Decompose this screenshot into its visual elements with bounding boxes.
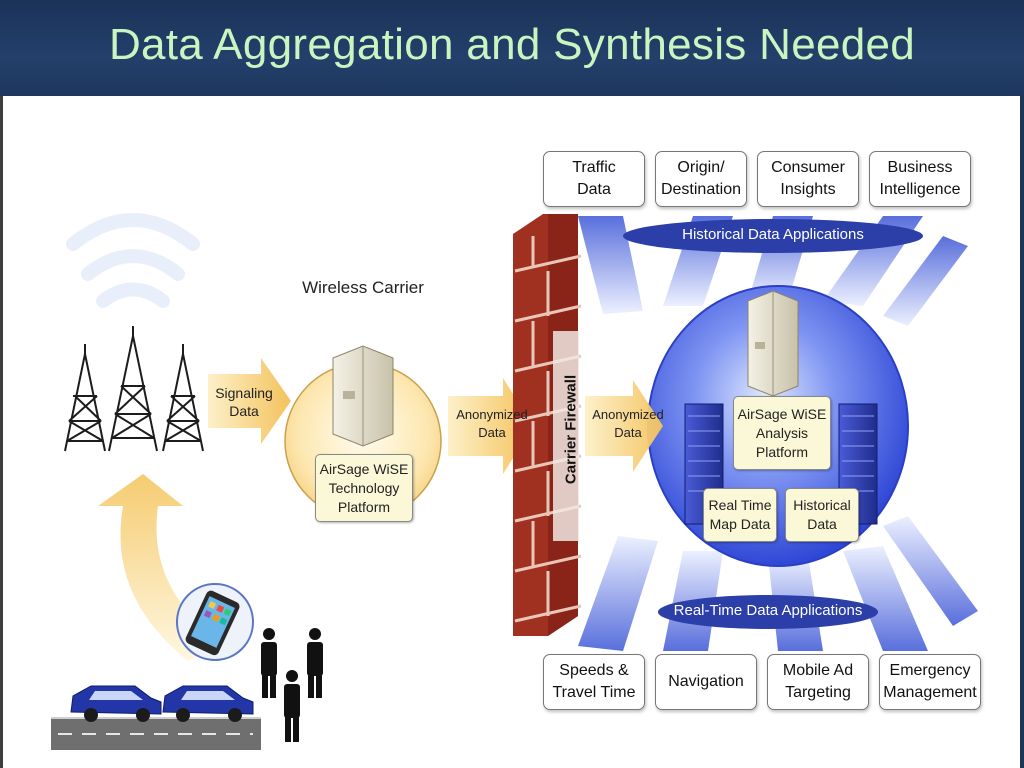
- car-icon: [162, 685, 254, 722]
- carrier-firewall: [513, 214, 582, 636]
- person-icon: [307, 628, 323, 698]
- wireless-carrier-label: Wireless Carrier: [302, 278, 424, 297]
- slide-title: Data Aggregation and Synthesis Needed: [108, 20, 916, 69]
- person-icon: [284, 670, 300, 742]
- server-icon: [332, 345, 394, 447]
- carrier-firewall-label: Carrier Firewall: [562, 374, 580, 485]
- road: [51, 717, 261, 750]
- historical-banner: Historical Data Applications: [682, 226, 864, 243]
- server-icon: [747, 290, 799, 397]
- signal-waves-icon: [66, 213, 200, 308]
- analysis-platform-box: AirSage WiSE Analysis Platform: [733, 396, 831, 470]
- historical-data-box: Historical Data: [785, 488, 859, 542]
- anonymized-data-label-left: Anonymized Data: [456, 407, 528, 440]
- app-box-mobile-ad-targeting: Mobile Ad Targeting: [767, 654, 869, 710]
- historical-banner-bg: [623, 219, 923, 253]
- carrier-platform-box: AirSage WiSE Technology Platform: [315, 454, 413, 522]
- realtime-banner: Real-Time Data Applications: [673, 602, 863, 619]
- anonymized-data-label-right: Anonymized Data: [592, 407, 664, 440]
- signaling-arrow: [208, 358, 291, 444]
- realtime-banner-bg: [658, 595, 878, 629]
- app-box-business-intelligence: Business Intelligence: [869, 151, 971, 207]
- signaling-data-label: Signaling Data: [215, 385, 273, 419]
- app-box-speeds-travel-time: Speeds & Travel Time: [543, 654, 645, 710]
- app-box-emergency-management: Emergency Management: [879, 654, 981, 710]
- car-icon: [70, 685, 162, 722]
- app-box-traffic-data: Traffic Data: [543, 151, 645, 207]
- title-bar: Data Aggregation and Synthesis Needed: [0, 0, 1024, 96]
- cell-tower-icon: [64, 326, 204, 452]
- person-icon: [261, 628, 277, 698]
- smartphone-icon: [176, 583, 254, 661]
- realtime-map-data-box: Real Time Map Data: [703, 488, 777, 542]
- anonymized-arrow-left: [448, 378, 533, 474]
- app-box-origin-destination: Origin/ Destination: [655, 151, 747, 207]
- app-box-navigation: Navigation: [655, 654, 757, 710]
- upward-data-arrow: [98, 474, 223, 661]
- diagram-panel: Traffic Data Origin/ Destination Consume…: [0, 96, 1020, 768]
- anonymized-arrow-right: [585, 380, 663, 472]
- app-box-consumer-insights: Consumer Insights: [757, 151, 859, 207]
